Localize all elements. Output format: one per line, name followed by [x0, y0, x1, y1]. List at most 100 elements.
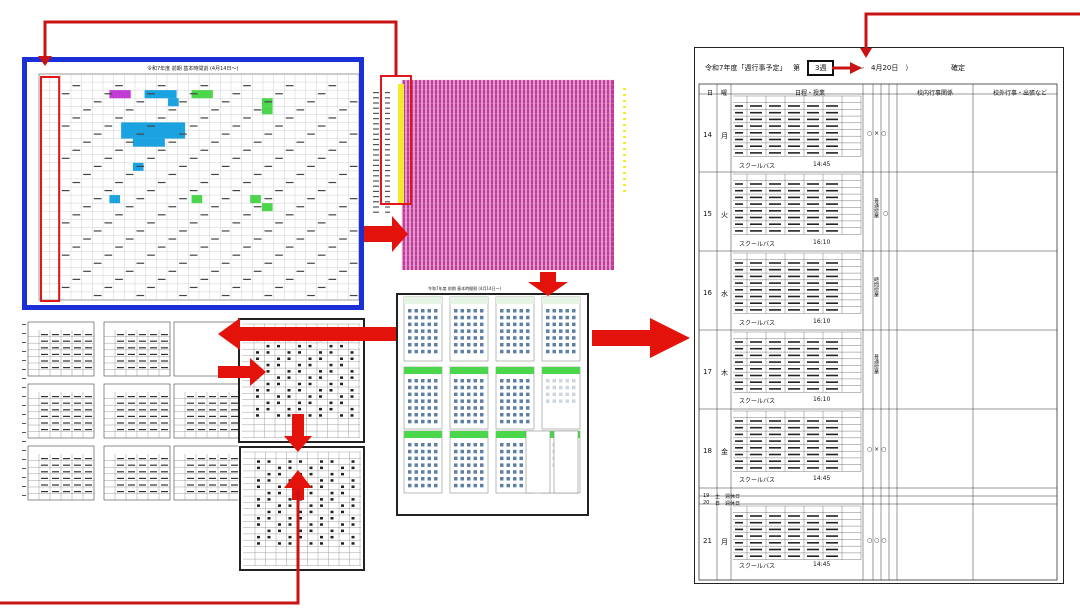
cell-text	[139, 353, 146, 355]
cell-text	[243, 278, 251, 280]
cell-text	[150, 422, 157, 424]
cell-text	[93, 198, 102, 200]
cell-dot	[519, 329, 523, 333]
cell-dot	[434, 449, 438, 454]
cell-text	[63, 491, 70, 493]
cell-dot	[421, 309, 425, 313]
cell-dot	[414, 419, 418, 424]
cell-text	[150, 347, 157, 349]
cell-dot	[473, 379, 477, 383]
cell-text	[117, 396, 124, 398]
cell-dot	[526, 343, 530, 347]
cell-text	[339, 109, 347, 111]
count-digit	[329, 407, 333, 411]
cell-text	[275, 93, 283, 95]
row-label	[22, 423, 26, 424]
count-digit	[350, 376, 354, 379]
highlight-cell	[250, 195, 261, 204]
cell-dot	[454, 343, 458, 347]
cell-text	[52, 458, 59, 460]
cell-text	[296, 206, 305, 208]
subject-text	[807, 440, 819, 442]
cell-dot	[421, 419, 425, 424]
subject-text	[769, 302, 781, 304]
cell-dot	[552, 329, 556, 333]
cell-dot	[480, 392, 484, 397]
holiday-number: 19	[703, 493, 710, 499]
cell-dot	[506, 483, 510, 488]
count-digit	[256, 376, 259, 379]
cell-text	[168, 109, 177, 111]
cell-dot	[480, 413, 484, 417]
row-label	[373, 92, 379, 94]
count-digit	[299, 517, 302, 520]
bus-time: 16:10	[813, 239, 831, 246]
cell-text	[52, 422, 59, 424]
cell-text	[339, 173, 347, 176]
cell-text	[104, 157, 113, 159]
subject-text	[769, 309, 781, 311]
cell-text	[117, 484, 124, 486]
cell-text	[41, 367, 48, 369]
subject-text	[769, 145, 781, 147]
cell-dot	[513, 379, 517, 383]
subject-text	[788, 262, 800, 264]
cell-dot	[467, 315, 471, 320]
cell-text	[128, 477, 135, 479]
class-label	[735, 268, 743, 271]
count-digit	[351, 542, 355, 545]
cell-text	[63, 422, 70, 424]
subject-text	[750, 125, 762, 127]
row-label	[373, 133, 379, 135]
cell-text	[328, 181, 337, 184]
subject-text	[769, 447, 781, 449]
row-label	[22, 342, 26, 343]
cell-dot	[519, 379, 523, 383]
cell-text	[296, 141, 305, 143]
class-label	[735, 440, 743, 442]
subject-text	[750, 374, 762, 377]
cell-dot	[500, 336, 504, 340]
cell-text	[161, 471, 168, 473]
cell-dot	[526, 349, 530, 354]
count-digit	[319, 351, 322, 354]
subject-text	[769, 460, 781, 462]
row-label	[22, 369, 26, 370]
subject-text	[788, 535, 800, 537]
cell-text	[189, 157, 198, 159]
yellow-mark	[623, 148, 626, 150]
subject-text	[750, 341, 762, 343]
cell-dot	[434, 336, 438, 340]
class-card-header	[450, 431, 488, 438]
count-digit	[299, 491, 302, 495]
cell-dot	[467, 470, 471, 474]
row-label	[373, 118, 379, 120]
subject-text	[750, 203, 762, 205]
cell-text	[139, 334, 146, 336]
subject-text	[826, 105, 838, 107]
subject-text	[750, 555, 762, 557]
day-number: 21	[703, 537, 712, 545]
cell-dot	[519, 315, 523, 320]
cell-dot	[506, 399, 510, 403]
count-digit	[308, 395, 312, 398]
cell-text	[253, 109, 262, 111]
cell-dot	[506, 336, 510, 340]
count-digit	[287, 332, 291, 335]
weekly-schedule-status: 確定	[951, 64, 965, 72]
subject-text	[750, 216, 762, 219]
cell-text	[150, 402, 157, 404]
subject-text	[769, 433, 781, 436]
per-class-timetable-sheet: 令和7年度 前期 基本時間割 (4月14日〜)	[396, 286, 589, 516]
cell-dot	[427, 449, 431, 454]
day-number: 17	[703, 368, 712, 376]
header-schedule: 日程・授業	[795, 90, 826, 97]
cell-text	[128, 409, 135, 411]
cell-dot	[473, 399, 477, 403]
cell-dot	[500, 406, 504, 410]
magenta-schedule-grid	[373, 75, 626, 270]
cell-dot	[565, 336, 569, 340]
cell-text	[209, 422, 216, 424]
subject-text	[769, 440, 781, 442]
count-digit	[287, 376, 291, 379]
